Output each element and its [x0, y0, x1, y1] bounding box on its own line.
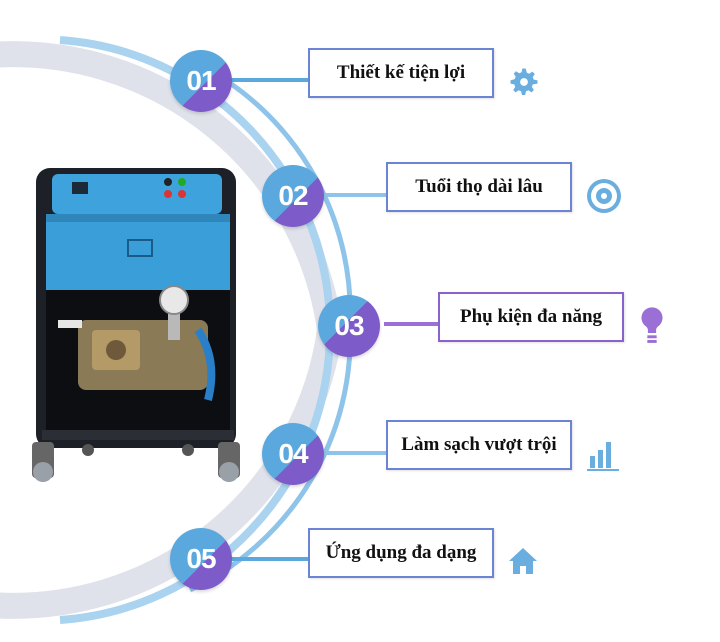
dial-icon — [587, 179, 621, 213]
feature-connector — [322, 451, 388, 455]
lightbulb-icon — [641, 307, 663, 343]
feature-number-badge: 04 — [262, 423, 324, 485]
home-icon — [509, 548, 537, 574]
pressure-washer-machine-image — [32, 168, 240, 482]
feature-label-box: Tuổi thọ dài lâu — [386, 162, 572, 212]
feature-label-box: Thiết kế tiện lợi — [308, 48, 494, 98]
feature-number-badge: 03 — [318, 295, 380, 357]
bar-chart-icon — [587, 442, 619, 471]
feature-label-box: Phụ kiện đa năng — [438, 292, 624, 342]
feature-connector — [384, 322, 440, 326]
feature-label-box: Ứng dụng đa dạng — [308, 528, 494, 578]
feature-label-box: Làm sạch vượt trội — [386, 420, 572, 470]
feature-connector — [230, 557, 310, 561]
feature-connector — [230, 78, 310, 82]
feature-number-badge: 05 — [170, 528, 232, 590]
feature-connector — [316, 193, 386, 197]
feature-number-badge: 02 — [262, 165, 324, 227]
gear-icon — [510, 68, 538, 96]
feature-number-badge: 01 — [170, 50, 232, 112]
